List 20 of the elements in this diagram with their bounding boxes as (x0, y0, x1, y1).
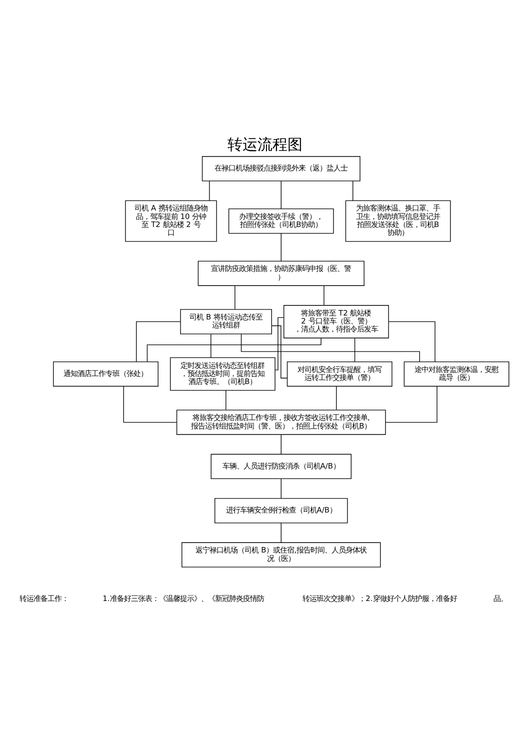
connector (234, 286, 236, 310)
connector (209, 180, 210, 201)
connector (388, 321, 436, 362)
connector (274, 317, 284, 370)
connector (385, 386, 438, 423)
connector (280, 180, 282, 210)
connector (280, 522, 282, 543)
connector (240, 334, 420, 362)
connector (280, 478, 282, 499)
connector (280, 233, 282, 262)
connector (123, 386, 178, 423)
connector (136, 321, 181, 362)
connector (272, 325, 288, 378)
connector (336, 386, 337, 410)
connector (210, 334, 212, 358)
diagram-title: 转运流程图 (228, 135, 302, 154)
connector (146, 338, 322, 362)
connector (354, 338, 356, 362)
connector (352, 180, 354, 201)
connector (280, 434, 282, 455)
